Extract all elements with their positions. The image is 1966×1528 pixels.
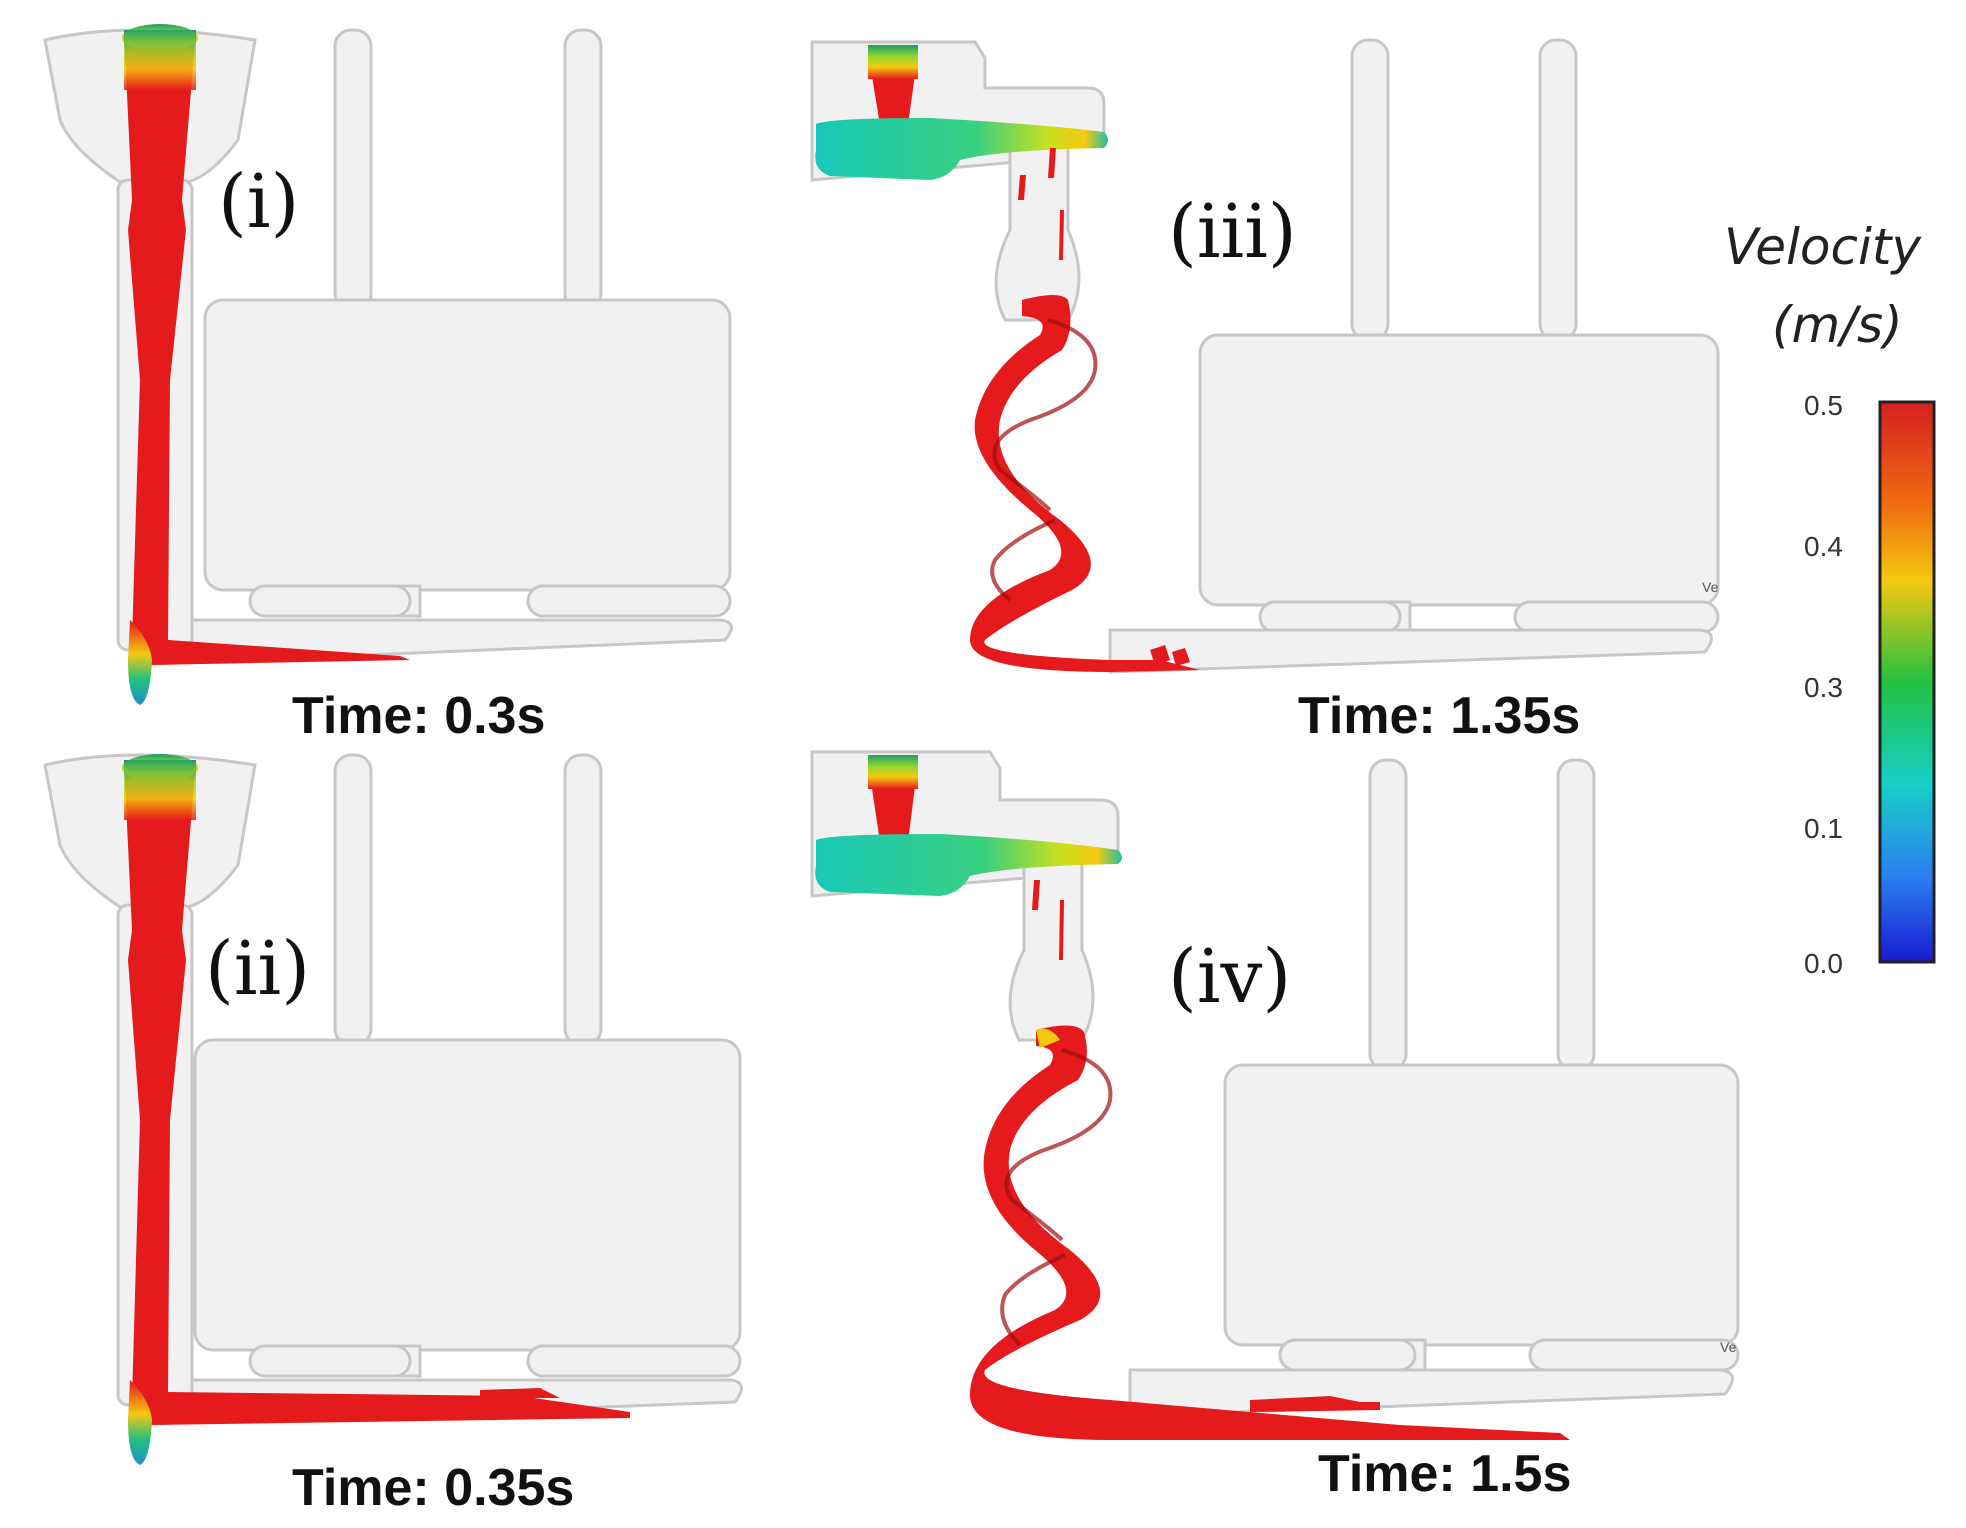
legend-tick-0-5: 0.5 [1804,390,1843,421]
ve-mark-iii: Ve [1702,579,1719,595]
panel-ii [43,753,743,1465]
panel-label-i: (i) [218,159,300,245]
time-label-ii: Time: 0.35s [292,1459,575,1517]
panel-label-iv: (iv) [1168,934,1292,1020]
panel-i [43,24,733,705]
legend-tick-0-0: 0.0 [1804,948,1843,979]
panel-iv: Ve [810,750,1740,1440]
fill-iii [815,45,1200,672]
fill-ii [122,754,630,1465]
legend-colorbar [1878,400,1936,964]
panel-label-iii: (iii) [1168,189,1297,275]
legend-title-unit: (m/s) [1772,296,1903,354]
fill-i [122,24,410,705]
legend-tick-0-3: 0.3 [1804,672,1843,703]
color-legend [1878,400,1936,964]
time-label-i: Time: 0.3s [292,687,546,745]
fill-iv [815,755,1570,1440]
ve-mark-iv: Ve [1720,1339,1737,1355]
panel-iii: Ve [810,38,1720,674]
time-label-iii: Time: 1.35s [1298,687,1581,745]
time-label-iv: Time: 1.5s [1318,1445,1572,1503]
legend-title-velocity: Velocity [1724,218,1922,276]
legend-tick-0-1: 0.1 [1804,813,1843,844]
legend-tick-0-4: 0.4 [1804,531,1843,562]
panel-label-ii: (ii) [205,926,311,1012]
